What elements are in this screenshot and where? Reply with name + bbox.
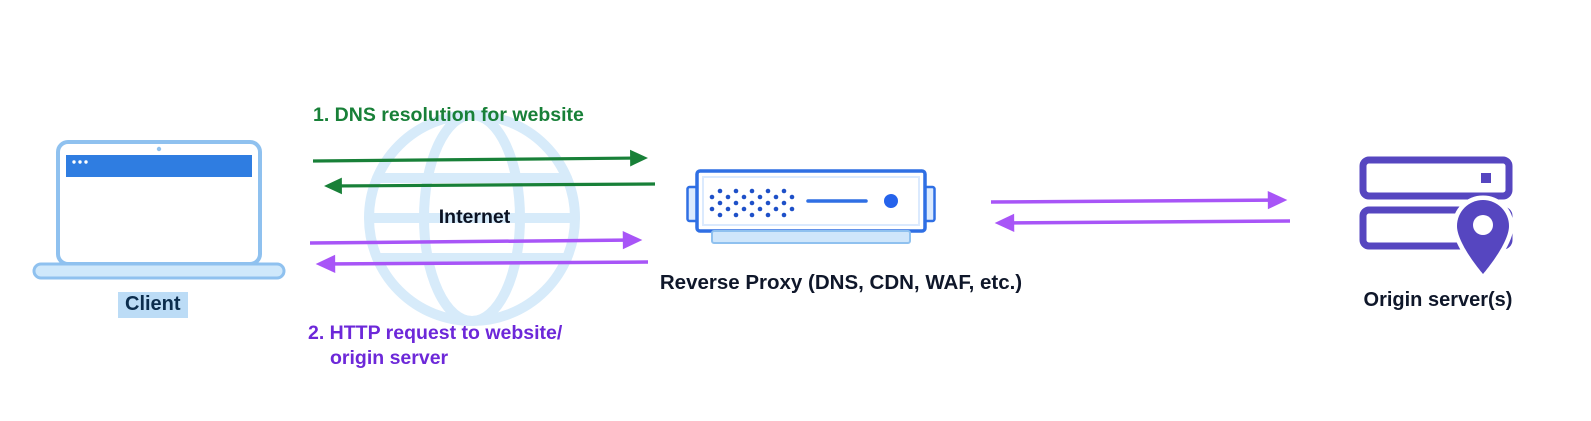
laptop-titlebar	[66, 155, 252, 177]
location-pin-icon	[1452, 195, 1514, 279]
http-flow-label-line1: 2. HTTP request to website/	[308, 322, 563, 344]
origin-servers-label: Origin server(s)	[1363, 289, 1513, 311]
http-flow-label-line2: origin server	[330, 347, 449, 369]
globe-icon	[364, 110, 580, 326]
server-rack-top	[1359, 156, 1513, 200]
laptop-icon	[32, 140, 286, 280]
router-base	[711, 230, 911, 244]
client-label: Client	[118, 292, 188, 318]
server-stack-with-location-pin-icon	[1359, 156, 1514, 279]
internet-label: Internet	[438, 206, 511, 228]
proxy-to-origin-arrow	[990, 190, 1288, 210]
server-led-dot	[1481, 173, 1491, 183]
laptop-camera-dot	[156, 146, 162, 152]
laptop-base	[32, 262, 286, 280]
reverse-proxy-label: Reverse Proxy (DNS, CDN, WAF, etc.)	[659, 271, 1023, 294]
dns-flow-label: 1. DNS resolution for website	[313, 104, 584, 126]
router-dot-pattern	[709, 188, 795, 218]
router-icon	[686, 169, 936, 244]
origin-to-proxy-arrow	[994, 213, 1291, 233]
router-indicator-dot	[884, 194, 898, 208]
